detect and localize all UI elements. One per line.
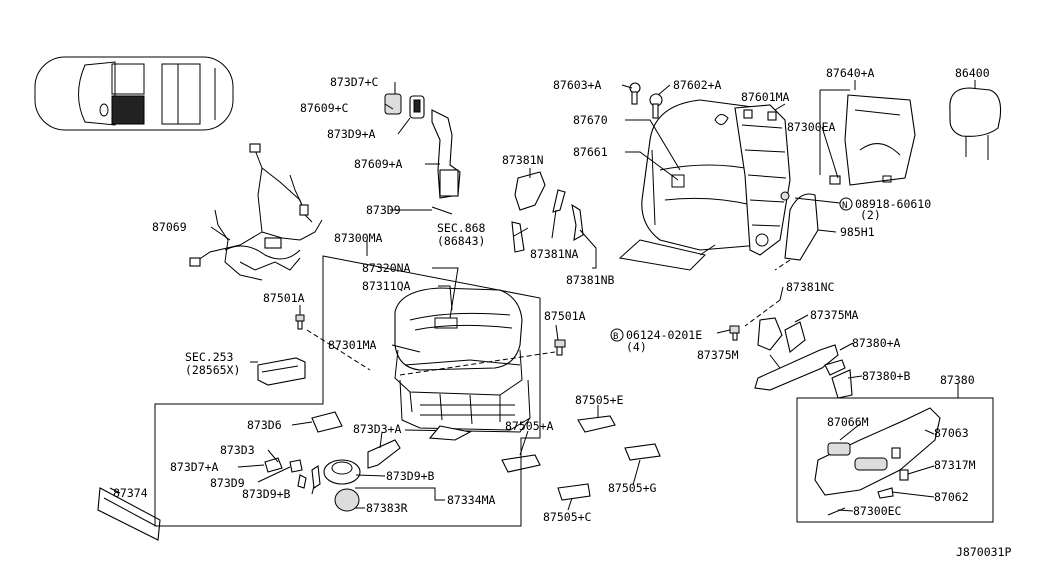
label-87603-A: 87603+A [553,78,602,92]
label-sec-253-sub: (28565X) [185,363,240,377]
circle-n-icon [839,197,853,211]
label-06124-0201E: 06124-0201E [626,328,702,342]
label-87381NB: 87381NB [566,273,615,287]
seat-back-frame-icon [734,104,791,256]
label-87320NA: 87320NA [362,261,411,275]
label-873D6: 873D6 [247,418,282,432]
seat-back-board-icon [829,94,916,186]
label-87311QA: 87311QA [362,279,411,293]
label-87375MA: 87375MA [810,308,859,322]
label-87601MA: 87601MA [741,90,790,104]
label-06124-qty: (4) [626,340,647,354]
label-87063: 87063 [934,426,969,440]
label-873D3-A: 873D3+A [353,422,402,436]
label-87317M: 87317M [934,458,976,472]
label-87066M: 87066M [827,415,869,429]
label-87300EA: 87300EA [787,120,836,134]
seat-trim-parts-icon [264,411,401,512]
label-08918-qty: (2) [860,208,881,222]
label-87381NA: 87381NA [530,247,579,261]
switch-group-box [796,397,994,523]
label-87069: 87069 [152,220,187,234]
label-86400: 86400 [955,66,990,80]
label-873D9-A: 873D9+A [327,127,376,141]
side-finisher-icon [754,317,853,399]
label-sec-868: SEC.868 [437,221,486,235]
belt-anchor-parts-icon [511,171,584,253]
label-sec-868-sub: (86843) [437,234,485,248]
side-trim-strip-icon [97,487,161,541]
label-87609-A: 87609+A [354,157,403,171]
label-87501A-right: 87501A [544,309,586,323]
label-87670: 87670 [573,113,608,127]
board-group-bracket [819,89,850,175]
label-87062: 87062 [934,490,969,504]
seat-belt-buckle-icon [384,93,461,215]
label-87501A-left: 87501A [263,291,305,305]
headrest-icon [949,87,1002,160]
label-87380: 87380 [940,373,975,387]
label-87301MA: 87301MA [328,338,377,352]
label-87505-C: 87505+C [543,510,592,524]
leader-lines [109,80,976,512]
label-87380-A: 87380+A [852,336,901,350]
circle-b-letter: B [613,332,618,342]
label-873D9: 873D9 [366,203,401,217]
label-87375M: 87375M [697,348,739,362]
vehicle-locator-icon [34,56,234,131]
label-873D9-2: 873D9 [210,476,245,490]
label-87300EC: 87300EC [853,504,902,518]
control-module-icon [257,357,306,386]
label-87609-C: 87609+C [300,101,349,115]
label-87602-A: 87602+A [673,78,722,92]
label-873D9-B-right: 873D9+B [386,469,435,483]
label-873D9-B-left: 873D9+B [242,487,291,501]
label-87640-A: 87640+A [826,66,875,80]
seat-cushion-group-box [154,255,541,527]
label-87661: 87661 [573,145,608,159]
bolt-icon [295,314,740,356]
fastener-icon [629,82,663,119]
label-87383R: 87383R [366,501,408,515]
label-87381NC: 87381NC [786,280,835,294]
label-sec-253: SEC.253 [185,350,234,364]
circle-n-letter: N [842,201,847,211]
seat-cushion-icon [394,287,531,441]
wiring-harness-icon [189,143,323,281]
diagram-id: J870031P [956,545,1011,559]
label-08918-60610: 08918-60610 [855,197,931,211]
label-87334MA: 87334MA [447,493,496,507]
label-87505-A: 87505+A [505,419,554,433]
seat-switch-assembly-icon [814,407,941,516]
label-87300MA: 87300MA [334,231,383,245]
label-87505-E: 87505+E [575,393,624,407]
label-87381N: 87381N [502,153,544,167]
side-airbag-icon [780,191,819,261]
label-985H1: 985H1 [840,225,875,239]
label-87380-B: 87380+B [862,369,911,383]
label-87505-G: 87505+G [608,481,657,495]
label-873D7-A: 873D7+A [170,460,219,474]
circle-b-icon [610,328,624,342]
label-873D3: 873D3 [220,443,255,457]
label-873D7-C: 873D7+C [330,75,379,89]
label-87374: 87374 [113,486,148,500]
